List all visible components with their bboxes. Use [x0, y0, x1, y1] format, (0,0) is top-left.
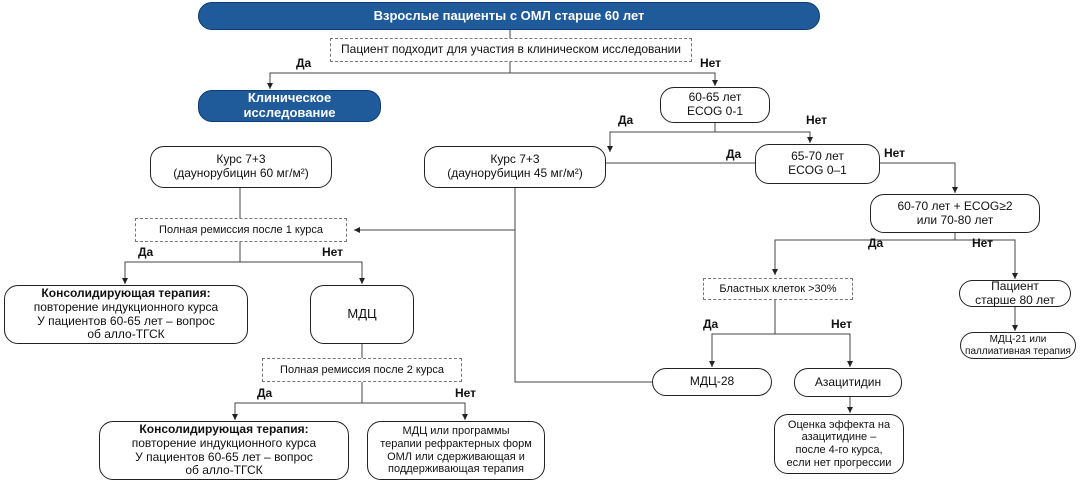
aza-eval-line-3: после 4-го курса, — [795, 444, 883, 456]
course-60-line-2: (даунорубицин 60 мг/м²) — [173, 166, 309, 180]
consolidation-2-line-1: повторение индукционного курса — [131, 435, 317, 450]
aza-eval-line-1: Оценка эффекта на — [787, 418, 891, 431]
consolidation-2-title: Консолидирующая терапия: — [139, 421, 309, 436]
remission-2-yes-label: Да — [257, 386, 273, 400]
azacitidine-box: Азацитидин — [794, 368, 902, 397]
aza-eval-line-2: азацитидине – — [801, 431, 877, 444]
age-60-80-no-label: Нет — [972, 236, 994, 250]
trial-question-text: Пациент подходит для участия в клиническ… — [341, 42, 681, 57]
course-60-line-1: Курс 7+3 — [216, 152, 266, 167]
remission-2-no-label: Нет — [455, 386, 477, 400]
course-daunorubicin-45-box: Курс 7+3 (даунорубицин 45 мг/м²) — [424, 146, 606, 188]
title-text: Взрослые пациенты с ОМЛ старше 60 лет — [373, 7, 645, 23]
consolidation-1-box: Консолидирующая терапия: повторение инду… — [4, 285, 248, 344]
age-60-80-line-2: или 70-80 лет — [916, 212, 994, 227]
mdc-refractory-line-1: МДЦ или программы — [402, 425, 510, 438]
blasts-text: Бластных клеток >30% — [719, 282, 837, 295]
consolidation-2-line-2: У пациентов 60-65 лет – вопрос — [135, 449, 313, 464]
age-60-65-no-label: Нет — [806, 113, 828, 127]
course-45-line-2: (даунорубицин 45 мг/м²) — [447, 166, 583, 180]
azacitidine-text: Азацитидин — [814, 374, 882, 389]
remission-1-text: Полная ремиссия после 1 курса — [159, 223, 323, 236]
trial-question-box: Пациент подходит для участия в клиническ… — [330, 38, 692, 62]
remission-2-text: Полная ремиссия после 2 курса — [280, 363, 444, 376]
blasts-no-label: Нет — [831, 317, 853, 331]
clinical-trial-line-2: исследование — [243, 105, 336, 120]
age-60-65-line-2: ECOG 0-1 — [686, 104, 743, 118]
age-65-70-line-1: 65-70 лет — [791, 149, 844, 164]
age-65-70-line-2: ECOG 0–1 — [788, 163, 847, 177]
mdc-21-box: МДЦ-21 или паллиативная терапия — [960, 332, 1076, 359]
clinical-trial-box: Клиническое исследование — [198, 90, 381, 122]
consolidation-1-line-3: об алло-ТГСК — [87, 327, 165, 342]
mdc-text: МДЦ — [347, 306, 377, 322]
remission-1-box: Полная ремиссия после 1 курса — [135, 218, 347, 242]
course-45-line-1: Курс 7+3 — [490, 152, 540, 167]
over-80-box: Пациент старше 80 лет — [959, 278, 1071, 307]
consolidation-2-box: Консолидирующая терапия: повторение инду… — [99, 421, 349, 480]
trial-yes-label: Да — [296, 56, 312, 70]
aza-eval-line-4: если нет прогрессии — [786, 456, 892, 469]
age-65-70-box: 65-70 лет ECOG 0–1 — [755, 144, 880, 184]
mdc-refractory-line-2: терапии рефрактерных форм — [380, 437, 532, 450]
mdc-refractory-line-4: поддерживающая терапия — [387, 463, 524, 476]
age-60-80-box: 60-70 лет + ECOG≥2 или 70-80 лет — [870, 194, 1040, 233]
consolidation-1-line-2: У пациентов 60-65 лет – вопрос — [37, 313, 215, 328]
course-daunorubicin-60-box: Курс 7+3 (даунорубицин 60 мг/м²) — [150, 146, 332, 188]
clinical-trial-line-1: Клиническое — [247, 90, 332, 106]
consolidation-1-title: Консолидирующая терапия: — [41, 285, 211, 300]
blasts-yes-label: Да — [703, 317, 719, 331]
mdc-21-line-2: паллиативная терапия — [965, 345, 1071, 357]
age-65-70-yes-label: Да — [726, 147, 742, 161]
remission-1-no-label: Нет — [322, 245, 344, 259]
age-60-65-yes-label: Да — [618, 113, 634, 127]
age-65-70-no-label: Нет — [884, 146, 906, 160]
title-box: Взрослые пациенты с ОМЛ старше 60 лет — [198, 2, 820, 30]
mdc-box: МДЦ — [310, 285, 414, 344]
blasts-box: Бластных клеток >30% — [703, 278, 853, 300]
mdc-28-box: МДЦ-28 — [652, 368, 772, 396]
trial-no-label: Нет — [700, 56, 722, 70]
remission-2-box: Полная ремиссия после 2 курса — [262, 358, 462, 382]
over-80-line-2: старше 80 лет — [975, 292, 1055, 307]
consolidation-2-line-3: об алло-ТГСК — [185, 463, 263, 478]
mdc-28-text: МДЦ-28 — [689, 374, 735, 389]
over-80-line-1: Пациент — [991, 278, 1039, 293]
mdc-21-line-1: МДЦ-21 или — [989, 334, 1047, 345]
age-60-65-line-1: 60-65 лет — [688, 90, 742, 105]
mdc-refractory-line-3: ОМЛ или сдерживающая и — [387, 450, 525, 463]
age-60-80-yes-label: Да — [868, 236, 884, 250]
mdc-refractory-box: МДЦ или программы терапии рефрактерных ф… — [367, 421, 545, 480]
age-60-65-box: 60-65 лет ECOG 0-1 — [660, 87, 770, 123]
remission-1-yes-label: Да — [138, 245, 154, 259]
age-60-80-line-1: 60-70 лет + ECOG≥2 — [897, 198, 1013, 213]
consolidation-1-line-1: повторение индукционного курса — [33, 299, 219, 314]
azacitidine-evaluation-box: Оценка эффекта на азацитидине – после 4-… — [774, 414, 904, 474]
